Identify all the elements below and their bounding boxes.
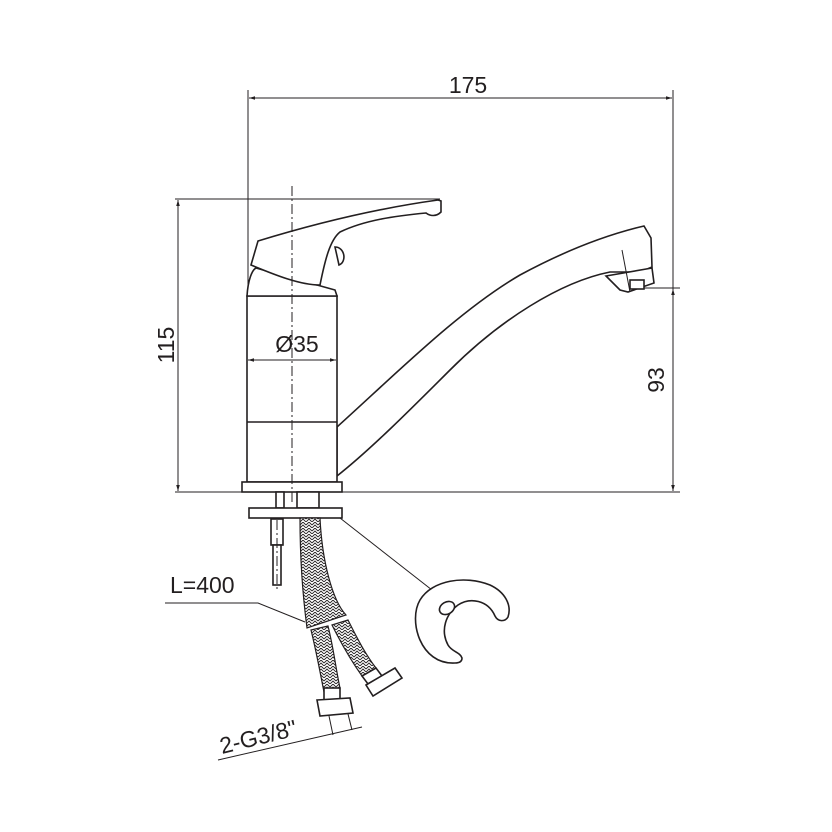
connection-callout: 2-G3/8" [217,715,363,761]
flexible-hoses [299,517,404,736]
hose-length-label: L=400 [170,572,235,598]
connection-label: 2-G3/8" [217,715,299,759]
c-clip-detail [339,517,510,664]
width-dimension-label: 175 [449,72,487,98]
spout-height-dimension: 93 [640,287,680,491]
diameter-label: Ø35 [275,331,318,357]
mounting-hardware [248,491,343,590]
height-dimension-label: 115 [153,327,179,364]
diameter-dimension: Ø35 [248,331,336,362]
aerator [604,249,655,293]
spout [336,225,653,478]
height-dimension: 115 [153,198,440,491]
lever-handle [246,199,442,297]
spout-height-label: 93 [643,367,669,393]
hose-length-callout: L=400 [165,572,306,623]
width-dimension: 175 [247,72,674,300]
hose-nut [316,697,354,717]
hose-nut [364,666,404,698]
